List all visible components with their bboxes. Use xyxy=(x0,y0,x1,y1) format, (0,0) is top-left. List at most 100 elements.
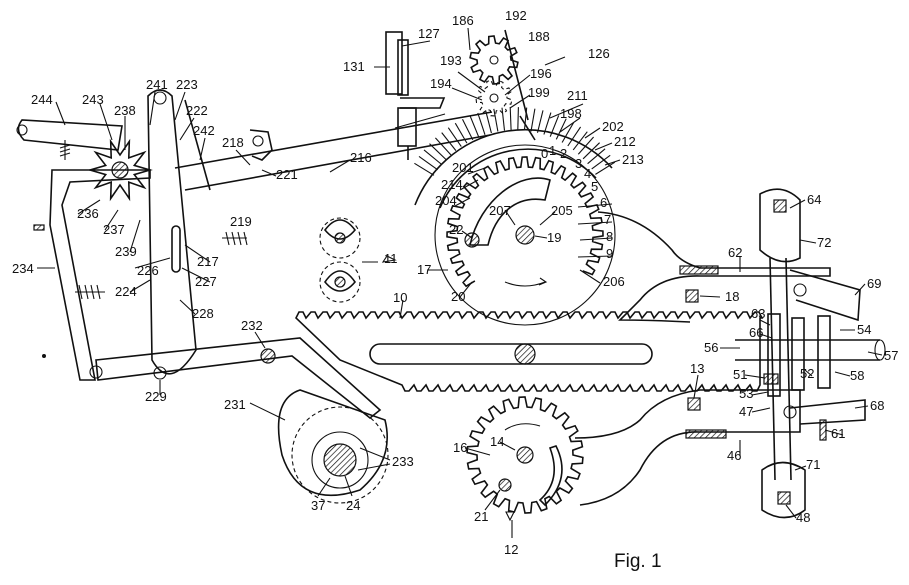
label-48: 48 xyxy=(796,510,810,525)
label-64: 64 xyxy=(807,192,821,207)
dial-tick xyxy=(572,131,588,151)
frame-234 xyxy=(33,169,382,420)
label-237: 237 xyxy=(103,222,125,237)
cam-231 xyxy=(277,389,389,504)
dial-tick xyxy=(414,162,435,176)
dial-tick xyxy=(582,142,600,160)
dial-tick xyxy=(485,110,492,134)
dial-tick xyxy=(595,161,616,175)
label-234: 234 xyxy=(12,261,34,276)
dial-tick xyxy=(543,112,552,135)
numeral-0: 0 xyxy=(541,146,548,161)
numeral-2: 2 xyxy=(560,146,567,161)
numeral-8: 8 xyxy=(606,229,613,244)
label-204: 204 xyxy=(435,193,457,208)
label-12: 12 xyxy=(504,542,518,557)
dial-tick xyxy=(477,112,486,135)
dial-tick xyxy=(462,119,474,141)
dial-tick xyxy=(577,136,595,155)
label-216: 216 xyxy=(350,150,372,165)
label-54: 54 xyxy=(857,322,871,337)
label-186: 186 xyxy=(452,13,474,28)
shaft-56-57 xyxy=(735,313,886,397)
label-71: 71 xyxy=(806,457,820,472)
gear-16 xyxy=(466,396,584,514)
bracket-127 xyxy=(385,29,536,160)
label-242: 242 xyxy=(193,123,215,138)
numeral-3: 3 xyxy=(575,156,582,171)
dial-tick xyxy=(501,107,506,131)
label-37: 37 xyxy=(311,498,325,513)
label-66: 66 xyxy=(749,325,763,340)
label-224: 224 xyxy=(115,284,137,299)
lever-228 xyxy=(147,89,211,380)
label-212: 212 xyxy=(614,134,636,149)
rack-10 xyxy=(295,311,764,392)
label-241: 241 xyxy=(146,77,168,92)
dial-tick xyxy=(517,107,519,131)
label-196: 196 xyxy=(530,66,552,81)
figure-caption: Fig. 1 xyxy=(614,551,662,572)
label-24: 24 xyxy=(346,498,360,513)
label-201: 201 xyxy=(452,160,474,175)
label-193: 193 xyxy=(440,53,462,68)
lever-72 xyxy=(759,188,861,481)
label-20: 20 xyxy=(451,289,465,304)
label-72: 72 xyxy=(817,235,831,250)
label-126: 126 xyxy=(588,46,610,61)
label-233: 233 xyxy=(392,454,414,469)
reference-labels: 127 186 192 188 126 131 193 196 194 199 … xyxy=(12,8,898,557)
dial-tick xyxy=(434,137,452,156)
label-63: 63 xyxy=(751,306,765,321)
dial-tick xyxy=(429,143,447,160)
label-131: 131 xyxy=(343,59,365,74)
label-188: 188 xyxy=(528,29,550,44)
dial-tick xyxy=(530,108,536,132)
label-222: 222 xyxy=(186,103,208,118)
label-194: 194 xyxy=(430,76,452,91)
lever-arm-244 xyxy=(16,119,123,160)
label-206: 206 xyxy=(603,274,625,289)
dial-tick xyxy=(561,122,575,143)
label-228: 228 xyxy=(192,306,214,321)
dial-tick xyxy=(587,148,606,165)
label-239: 239 xyxy=(115,244,137,259)
dial-tick xyxy=(509,107,512,131)
dial-tick xyxy=(536,110,544,133)
dial-arc-213 xyxy=(394,107,616,209)
pinion-188 xyxy=(469,35,519,85)
dial-tick xyxy=(549,115,560,137)
label-17: 17 xyxy=(417,262,431,277)
label-69: 69 xyxy=(867,276,881,291)
dial-tick xyxy=(469,115,480,138)
label-244: 244 xyxy=(31,92,53,107)
label-47: 47 xyxy=(739,404,753,419)
link-rod-216 xyxy=(174,111,493,191)
numeral-4: 4 xyxy=(584,166,591,181)
numeral-6: 6 xyxy=(600,195,607,210)
label-205: 205 xyxy=(551,203,573,218)
dial-tick xyxy=(493,108,499,132)
lever-71 xyxy=(761,399,866,519)
label-14: 14 xyxy=(490,434,504,449)
numeral-7: 7 xyxy=(604,212,611,227)
label-226: 226 xyxy=(137,263,159,278)
label-198: 198 xyxy=(560,106,582,121)
dial-tick xyxy=(423,149,443,165)
arm-46 xyxy=(574,389,801,506)
cams-11 xyxy=(319,217,361,303)
label-19: 19 xyxy=(547,230,561,245)
label-10: 10 xyxy=(393,290,407,305)
label-56: 56 xyxy=(704,340,718,355)
dial-tick xyxy=(591,154,611,170)
dial-tick xyxy=(441,132,457,151)
label-22: 22 xyxy=(449,222,463,237)
label-11: 11 xyxy=(384,251,398,266)
label-238: 238 xyxy=(114,103,136,118)
numeral-9: 9 xyxy=(606,246,613,261)
label-18: 18 xyxy=(725,289,739,304)
label-219: 219 xyxy=(230,214,252,229)
label-202: 202 xyxy=(602,119,624,134)
